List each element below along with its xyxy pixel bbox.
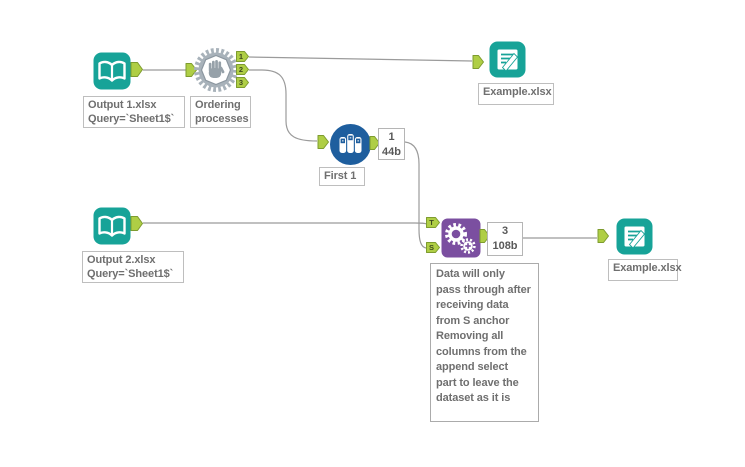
sample-input-anchor[interactable] (317, 135, 329, 149)
annotation-output1-text: Example.xlsx (483, 86, 552, 98)
append-target-anchor[interactable]: T (426, 217, 440, 228)
test-tubes-icon (339, 134, 362, 153)
annotation-block-line1: Ordering (195, 99, 241, 111)
connection-sample-to-append-s[interactable] (404, 141, 427, 249)
block-output-anchor-2[interactable]: 2 (236, 64, 249, 75)
anchor-3-label: 3 (239, 78, 243, 87)
block-output-anchor-1[interactable]: 1 (236, 51, 249, 62)
gears-icon (445, 223, 476, 254)
block-output-anchor-3[interactable]: 3 (236, 77, 249, 88)
annotation-input1[interactable]: Output 1.xlsx Query=`Sheet1$` (83, 96, 185, 128)
annotation-output1[interactable]: Example.xlsx (478, 83, 554, 105)
stop-hand-icon (208, 60, 225, 78)
block-until-done-tool[interactable] (193, 47, 239, 93)
append-fields-tool[interactable] (441, 218, 481, 258)
gear-ring-icon (194, 48, 238, 92)
sample-record-count-badge[interactable]: 1 44b (378, 128, 405, 160)
annotation-input2-line2: Query=`Sheet1$` (87, 268, 174, 280)
block-input-anchor[interactable] (185, 63, 197, 77)
anchor-t-label: T (429, 218, 434, 227)
connection-block-1-to-output1[interactable] (248, 56, 473, 62)
annotation-output2-text: Example.xlsx (613, 262, 682, 274)
annotation-sample[interactable]: First 1 (319, 167, 365, 186)
input1-output-anchor[interactable] (130, 62, 143, 77)
append-bytes: 108b (492, 240, 518, 252)
output1-input-anchor[interactable] (472, 55, 484, 69)
connection-block-2-to-sample[interactable] (249, 69, 318, 142)
append-records: 3 (501, 225, 509, 237)
annotation-block-line2: processes (195, 113, 249, 125)
output2-input-anchor[interactable] (597, 229, 609, 243)
append-record-count-badge[interactable]: 3 108b (487, 222, 523, 256)
sample-tool[interactable] (330, 124, 371, 165)
output-data-tool-2[interactable] (616, 218, 653, 255)
pencil-icon (501, 52, 519, 72)
annotation-output2[interactable]: Example.xlsx (608, 259, 682, 281)
annotation-block-until-done[interactable]: Ordering processes (190, 96, 251, 128)
annotation-input1-line1: Output 1.xlsx (88, 99, 157, 111)
anchor-2-label: 2 (239, 65, 243, 74)
input-data-tool-2[interactable] (93, 207, 131, 245)
annotation-append-fields[interactable]: Data will only pass through after receiv… (430, 263, 539, 422)
sample-bytes: 44b (382, 146, 401, 158)
input2-output-anchor[interactable] (130, 216, 143, 231)
sample-records: 1 (388, 131, 395, 143)
append-source-anchor[interactable]: S (426, 242, 440, 253)
anchor-s-label: S (429, 243, 434, 252)
input-data-tool-1[interactable] (93, 52, 131, 90)
annotation-sample-text: First 1 (324, 170, 357, 182)
sample-output-anchor[interactable] (369, 136, 380, 150)
annotation-input2-line1: Output 2.xlsx (87, 254, 156, 266)
pencil-icon (628, 229, 646, 249)
output-data-tool-1[interactable] (489, 41, 526, 78)
anchor-1-label: 1 (239, 52, 243, 61)
connection-input2-to-append-t[interactable] (143, 222, 428, 225)
annotation-input2[interactable]: Output 2.xlsx Query=`Sheet1$` (82, 251, 184, 283)
annotation-input1-line2: Query=`Sheet1$` (88, 113, 175, 125)
